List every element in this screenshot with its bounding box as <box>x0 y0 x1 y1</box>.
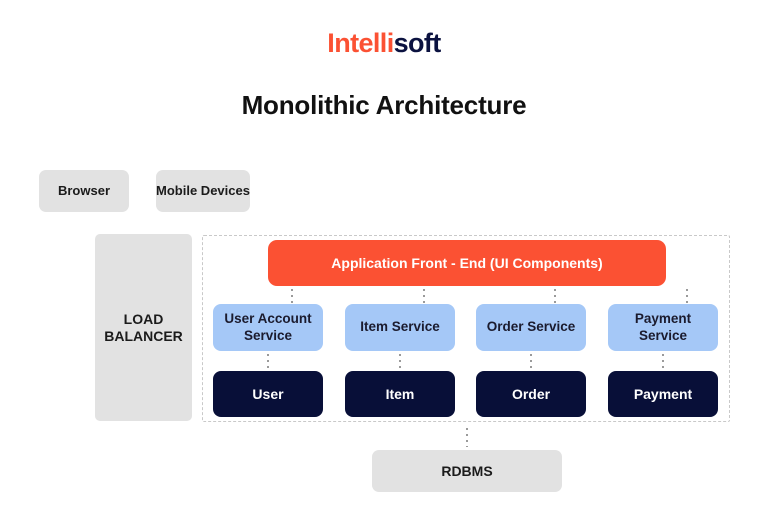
database-box-item: Item <box>345 371 455 417</box>
service-box-item-service-label: Item Service <box>360 319 440 335</box>
load-balancer-box: LOAD BALANCER <box>95 234 192 421</box>
application-front-end-box: Application Front - End (UI Components) <box>268 240 666 286</box>
service-box-payment-service-label: Payment Service <box>634 311 692 343</box>
database-box-payment: Payment <box>608 371 718 417</box>
load-balancer-label: LOAD BALANCER <box>104 310 183 344</box>
client-box-mobile-devices: Mobile Devices <box>156 170 250 212</box>
database-box-order-label: Order <box>511 385 551 402</box>
client-box-mobile-devices-label: Mobile Devices <box>156 183 250 199</box>
client-box-browser: Browser <box>39 170 129 212</box>
connector-order-service-to-order-db <box>530 354 532 368</box>
brand-logo: Intellisoft <box>0 28 768 59</box>
logo-text-primary: Intelli <box>327 28 394 58</box>
service-box-user-account-service: User Account Service <box>213 304 323 351</box>
service-box-order-service-label: Order Service <box>486 319 576 335</box>
connector-user-account-service-to-user-db <box>267 354 269 368</box>
connector-frontend-to-order-service <box>554 289 556 303</box>
logo-text-secondary: soft <box>393 28 442 58</box>
database-box-payment-label: Payment <box>633 385 693 402</box>
connector-frontend-bus <box>291 289 687 291</box>
client-box-browser-label: Browser <box>57 183 111 199</box>
service-box-user-account-service-label: User Account Service <box>224 311 312 343</box>
connector-item-service-to-item-db <box>399 354 401 368</box>
page-title: Monolithic Architecture <box>241 90 527 120</box>
rdbms-box: RDBMS <box>372 450 562 492</box>
application-front-end-label: Application Front - End (UI Components) <box>331 254 603 271</box>
database-box-order: Order <box>476 371 586 417</box>
service-box-order-service: Order Service <box>476 304 586 351</box>
connector-frontend-to-payment-service <box>686 289 688 303</box>
connector-payment-service-to-payment-db <box>662 354 664 368</box>
connector-frontend-to-user-account-service <box>291 289 293 303</box>
service-box-payment-service: Payment Service <box>608 304 718 351</box>
database-box-item-label: Item <box>385 385 415 402</box>
connector-frontend-to-item-service <box>423 289 425 303</box>
database-box-user: User <box>213 371 323 417</box>
service-box-item-service: Item Service <box>345 304 455 351</box>
rdbms-label: RDBMS <box>441 462 493 479</box>
application-boundary <box>202 235 730 422</box>
database-box-user-label: User <box>252 385 284 402</box>
connector-application-to-rdbms <box>466 428 468 447</box>
